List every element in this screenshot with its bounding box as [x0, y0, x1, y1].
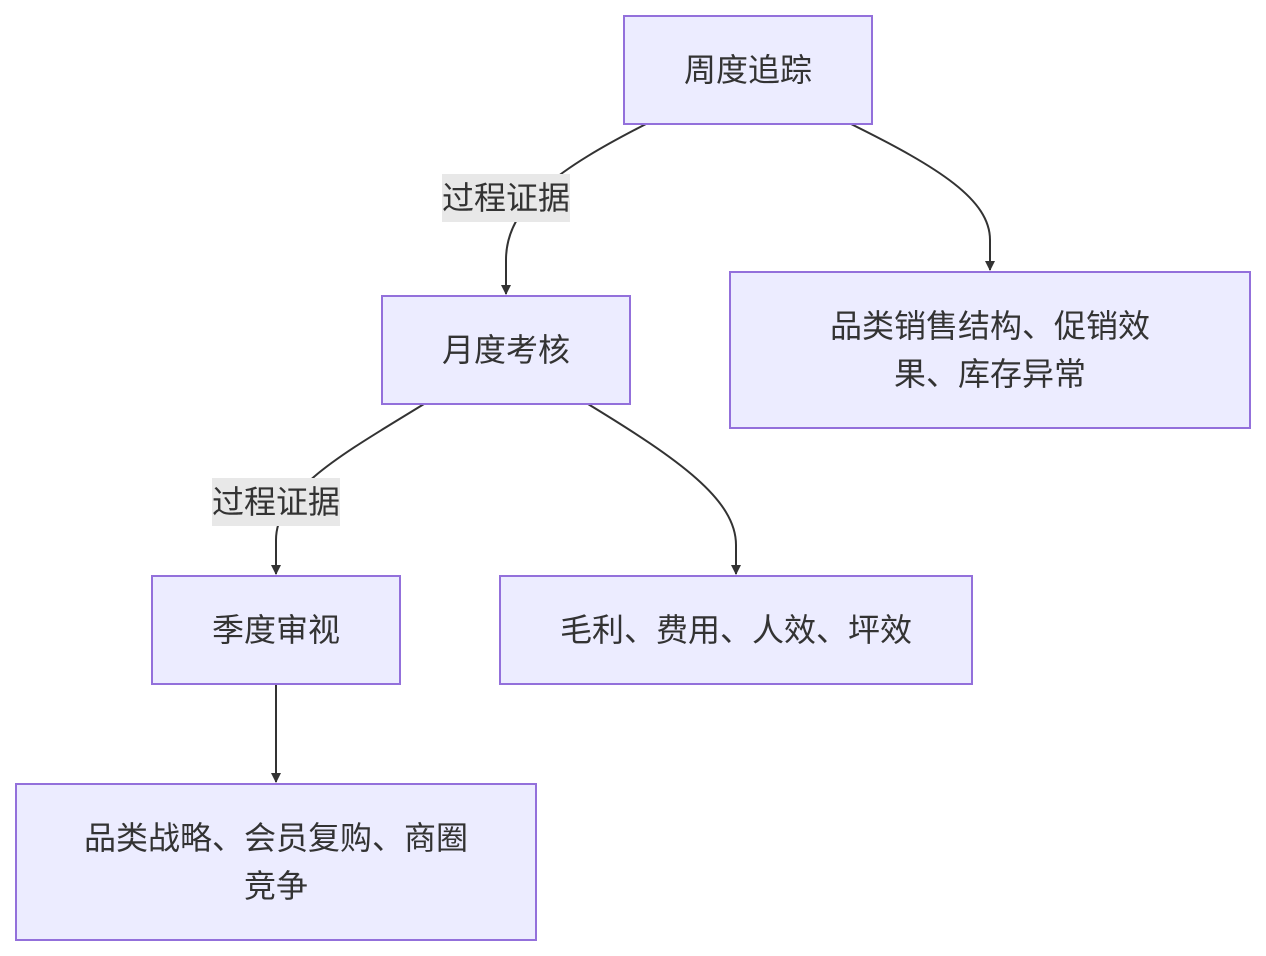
- node-monthly-assessment-label: 月度考核: [441, 331, 570, 369]
- node-weekly-tracking-label: 周度追踪: [683, 51, 812, 89]
- edge-label-weekly-to-monthly: 过程证据: [442, 174, 570, 222]
- edge-monthly-to-quarterly: [271, 403, 425, 575]
- edge-label-monthly-to-quarterly: 过程证据: [212, 478, 340, 526]
- node-monthly-metrics: 毛利、费用、人效、坪效: [499, 575, 973, 685]
- node-quarterly-metrics-label: 品类战略、会员复购、商圈竞争: [83, 819, 468, 905]
- edge-monthly-to-monthly-metrics: [587, 403, 741, 575]
- node-weekly-tracking: 周度追踪: [623, 15, 873, 125]
- node-monthly-assessment: 月度考核: [381, 295, 631, 405]
- node-weekly-metrics-label: 品类销售结构、促销效果、库存异常: [829, 307, 1150, 393]
- node-quarterly-review: 季度审视: [151, 575, 401, 685]
- edge-weekly-to-weekly-metrics: [850, 123, 995, 271]
- node-quarterly-metrics: 品类战略、会员复购、商圈竞争: [15, 783, 537, 941]
- node-quarterly-review-label: 季度审视: [211, 611, 340, 649]
- node-monthly-metrics-label: 毛利、费用、人效、坪效: [559, 611, 912, 649]
- node-weekly-metrics: 品类销售结构、促销效果、库存异常: [729, 271, 1251, 429]
